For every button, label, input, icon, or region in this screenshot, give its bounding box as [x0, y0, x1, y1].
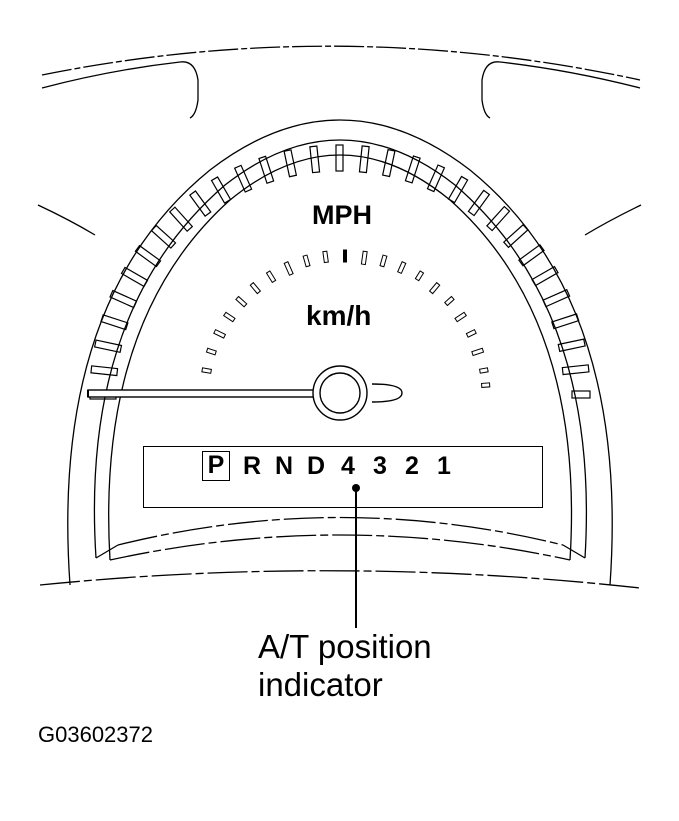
gear-n: N	[274, 452, 294, 480]
gear-2: 2	[405, 452, 419, 480]
gear-p: P	[202, 451, 230, 481]
gear-r: R	[242, 452, 262, 480]
mph-tick-marks	[89, 144, 591, 400]
kmh-label: km/h	[306, 300, 372, 331]
mph-label: MPH	[312, 200, 372, 230]
callout-leader-line	[352, 484, 360, 628]
gear-position-indicator: P R N D 4 3 2 1	[143, 446, 543, 508]
callout-line-2: indicator	[258, 666, 383, 703]
gear-3: 3	[373, 452, 387, 480]
gear-d: D	[306, 452, 326, 480]
kmh-tick-marks	[201, 249, 491, 388]
callout-line-1: A/T position	[258, 628, 432, 665]
callout-label: A/T position indicator	[258, 628, 432, 704]
speedometer-needle	[87, 365, 403, 421]
figure-id: G03602372	[38, 722, 153, 747]
gear-4: 4	[341, 452, 355, 480]
gear-1: 1	[437, 452, 451, 480]
